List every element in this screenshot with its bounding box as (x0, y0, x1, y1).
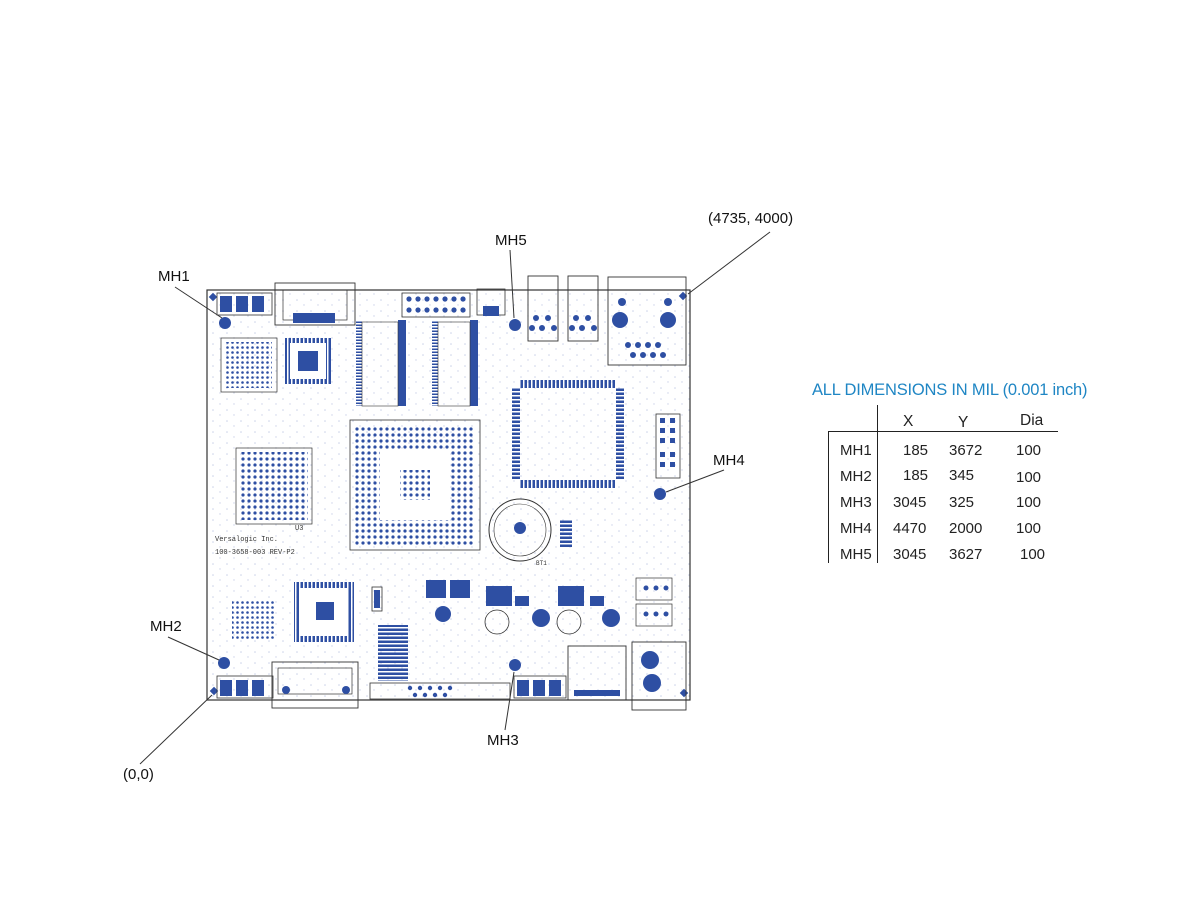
row-name: MH5 (840, 546, 872, 563)
top-connectors (216, 275, 687, 366)
row-x: 3045 (893, 546, 927, 563)
row-name: MH4 (840, 520, 872, 537)
row-x: 185 (903, 442, 929, 459)
row-x: 3045 (893, 494, 927, 511)
bga-cpu (349, 419, 481, 551)
bga-lower-left (232, 600, 274, 640)
qfp-chipset (512, 380, 624, 488)
row-name: MH1 (840, 442, 872, 459)
row-dia: 100 (1016, 520, 1042, 537)
dimensions-table: X Y Dia MH1 185 3672 100 MH2 185 345 100… (828, 405, 1078, 565)
row-x: 185 (903, 467, 929, 484)
row-dia: 100 (1020, 546, 1046, 563)
header-y: Y (958, 414, 969, 431)
qfp-upper (285, 338, 331, 384)
row-y: 345 (949, 467, 975, 484)
row-dia: 100 (1016, 469, 1042, 486)
mounting-holes (218, 317, 666, 671)
u3-label: U3 (295, 525, 303, 533)
mh1-hole (219, 317, 231, 329)
header-jp (655, 413, 681, 479)
mh1-callout: MH1 (158, 268, 190, 285)
table-divider-left (828, 431, 829, 563)
mh2-hole (218, 657, 230, 669)
power-components (371, 577, 673, 681)
part-number-text: 100-3658-003 REV-P2 (215, 549, 295, 557)
memory-slots (356, 320, 478, 407)
bga-u3: U3 (235, 447, 313, 533)
header-x: X (903, 413, 914, 430)
mh3-callout: MH3 (487, 732, 519, 749)
mh4-hole (654, 488, 666, 500)
bga-left-upper (220, 337, 278, 393)
row-y: 3672 (949, 442, 983, 459)
row-name: MH3 (840, 494, 872, 511)
row-y: 325 (949, 494, 975, 511)
battery-bt1: BT1 (488, 498, 572, 567)
row-y: 3627 (949, 546, 983, 563)
silkscreen: Versalogic Inc. 100-3658-003 REV-P2 (215, 536, 295, 557)
row-y: 2000 (949, 520, 983, 537)
row-name: MH2 (840, 468, 872, 485)
table-divider-horizontal (828, 431, 1058, 432)
row-dia: 100 (1016, 442, 1042, 459)
mh3-hole (509, 659, 521, 671)
bt1-label: BT1 (536, 560, 547, 567)
origin-coordinate: (0,0) (123, 766, 154, 783)
mh4-callout: MH4 (713, 452, 745, 469)
header-dia: Dia (1020, 412, 1044, 429)
dimensions-title: ALL DIMENSIONS IN MIL (0.001 inch) (812, 381, 1088, 399)
row-dia: 100 (1016, 494, 1042, 511)
bottom-connectors (216, 641, 687, 711)
top-right-coordinate: (4735, 4000) (708, 210, 794, 227)
callout-leaders (139, 231, 771, 765)
mh5-hole (509, 319, 521, 331)
mh2-callout: MH2 (150, 618, 182, 635)
qfp-lower (294, 582, 354, 642)
table-divider-vertical (877, 405, 878, 563)
row-x: 4470 (893, 520, 927, 537)
mh5-callout: MH5 (495, 232, 527, 249)
company-text: Versalogic Inc. (215, 536, 278, 544)
